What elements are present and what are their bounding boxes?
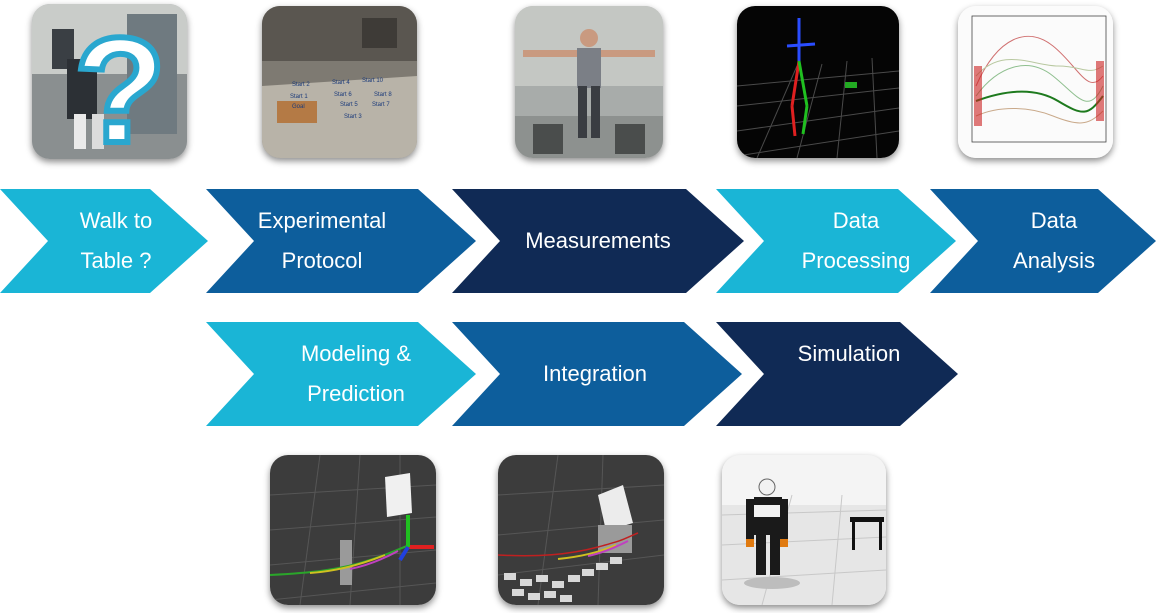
chevron-shape: [716, 322, 958, 426]
chevron-shape: [206, 322, 476, 426]
step-measurements: Measurements: [452, 189, 744, 293]
step-label-line1: Modeling &: [300, 341, 412, 366]
robot-photo: ?: [32, 4, 187, 159]
lab-label: Start 6: [334, 92, 352, 98]
step-simulation: Simulation: [716, 322, 958, 426]
step-experimental-protocol: Experimental Protocol: [206, 189, 476, 293]
step-data-processing: Data Processing: [716, 189, 956, 293]
question-mark-text: ?: [74, 6, 166, 159]
lab-label: Start 4: [332, 80, 350, 86]
gait-chart-image: [958, 6, 1113, 158]
chevron-shape: [452, 189, 744, 293]
step-label-line2: Analysis: [1013, 248, 1095, 273]
lab-photo: Start 2 Start 4 Start 10 Start 1 Start 6…: [262, 6, 417, 158]
lab-label: Start 10: [362, 78, 384, 84]
step-label-line2: Processing: [801, 248, 911, 273]
skeleton-render: [737, 6, 899, 158]
lab-label: Goal: [292, 104, 305, 110]
trajectory-render: [270, 455, 436, 605]
step-label-line2: Protocol: [281, 248, 363, 273]
step-label-line1: Integration: [543, 361, 647, 386]
step-modeling-prediction: Modeling & Prediction: [206, 322, 476, 426]
step-walk-to-table: Walk to Table ?: [0, 189, 208, 293]
step-label-line1: Walk to: [79, 208, 153, 233]
lab-label: Start 7: [372, 102, 390, 108]
step-label-line1: Data: [1030, 208, 1078, 233]
step-label-line1: Data: [832, 208, 880, 233]
footsteps-render: [498, 455, 664, 605]
lab-label: Start 3: [344, 114, 362, 120]
tpose-photo: [515, 6, 663, 158]
lab-label: Start 1: [290, 94, 308, 100]
step-integration: Integration: [452, 322, 742, 426]
lab-label: Start 8: [374, 92, 392, 98]
lab-label: Start 5: [340, 102, 358, 108]
chevron-shape: [930, 189, 1156, 293]
lab-label: Start 2: [292, 82, 310, 88]
chevron-shape: [0, 189, 208, 293]
step-label-line1: Experimental: [257, 208, 387, 233]
step-data-analysis: Data Analysis: [930, 189, 1156, 293]
step-label-line2: Prediction: [307, 381, 405, 406]
step-label-line1: Simulation: [797, 341, 901, 366]
step-label-line2: Table ?: [80, 248, 152, 273]
chevron-shape: [452, 322, 742, 426]
simulation-render: [722, 455, 886, 605]
chevron-shape: [206, 189, 476, 293]
chevron-shape: [716, 189, 956, 293]
step-label-line1: Measurements: [525, 228, 671, 253]
